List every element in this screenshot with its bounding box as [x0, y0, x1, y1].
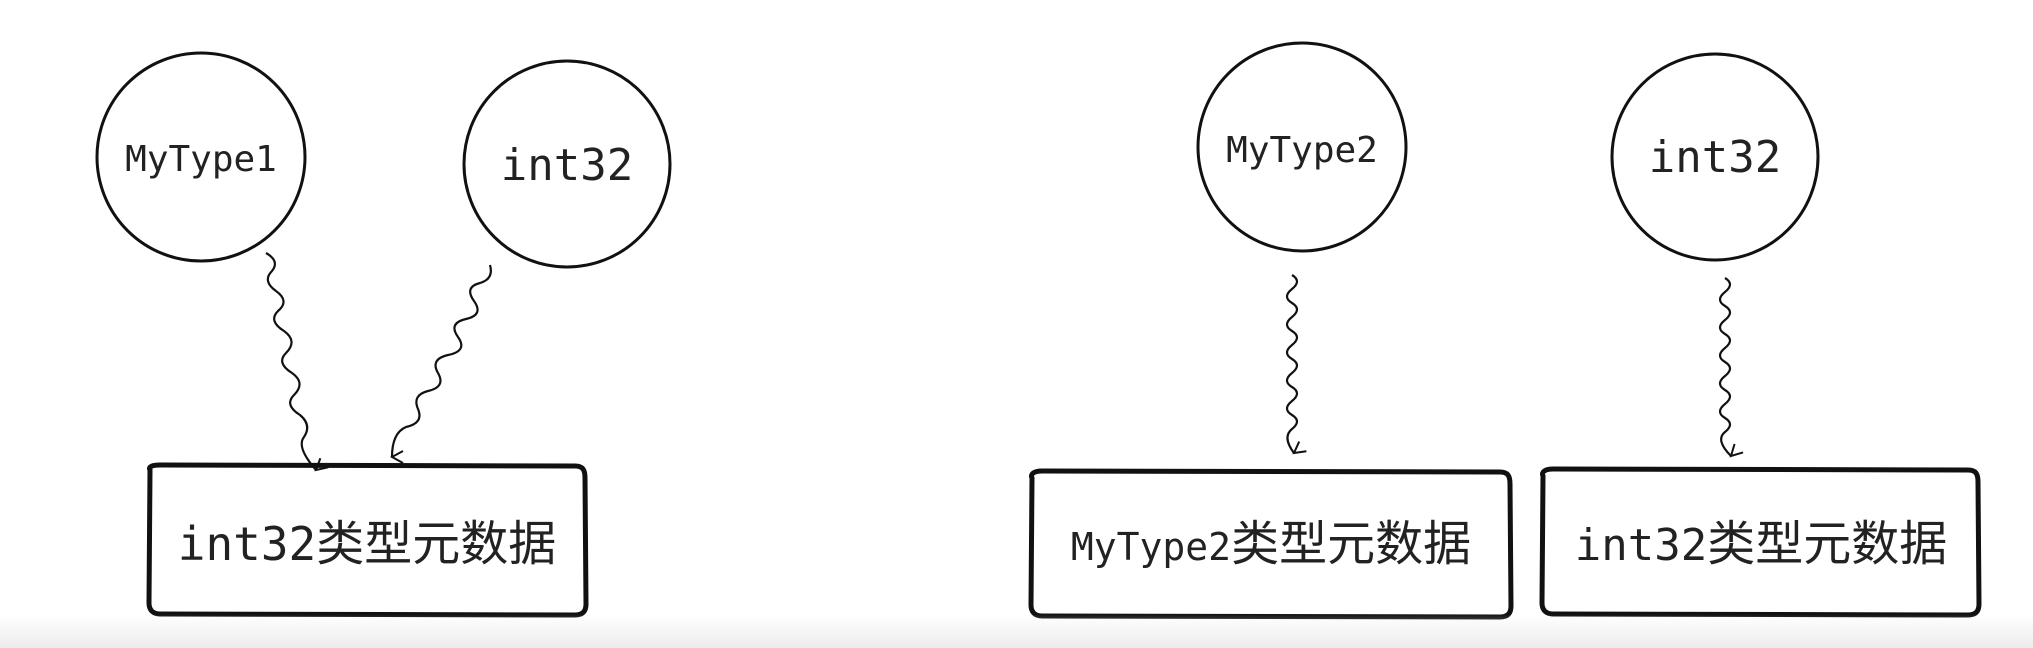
wavy-arrow-mytype2-to-box [1285, 274, 1297, 453]
box-label-type-mytype2: MyType2 [1071, 525, 1231, 569]
left-group: MyType1 int32 int32类型元数据 [95, 51, 672, 618]
metadata-box-int32-right: int32类型元数据 [1539, 466, 1982, 618]
box-label-type-int32-left: int32 [178, 517, 316, 571]
circle-label-int32-right: int32 [1649, 132, 1781, 183]
right-group: MyType2 int32 MyType2类型元数据 int32类型元数据 [1028, 41, 1982, 620]
box-label-metadata-int32-right: 类型元数据 [1707, 516, 1947, 572]
circle-label-mytype1: MyType1 [125, 139, 277, 180]
wavy-arrow-mytype1-to-box [265, 252, 316, 470]
circle-label-mytype2: MyType2 [1226, 130, 1378, 171]
circle-node-mytype1: MyType1 [95, 51, 307, 263]
box-label-metadata-left: 类型元数据 [316, 516, 556, 572]
wavy-arrow-int32-right-to-box [1718, 277, 1731, 456]
svg-text:int32类型元数据: int32类型元数据 [178, 516, 557, 572]
box-label-type-int32-right: int32 [1575, 520, 1707, 571]
metadata-box-int32-left: int32类型元数据 [146, 462, 589, 618]
wavy-arrow-int32-to-box [392, 264, 492, 457]
bottom-shadow-band [0, 614, 2033, 648]
box-label-metadata-mytype2: 类型元数据 [1231, 516, 1471, 572]
circle-label-int32-left: int32 [501, 140, 633, 191]
circle-node-int32-right: int32 [1610, 52, 1820, 262]
circle-node-mytype2: MyType2 [1196, 41, 1408, 253]
metadata-box-mytype2: MyType2类型元数据 [1028, 468, 1514, 620]
circle-node-int32-left: int32 [462, 59, 672, 269]
svg-text:int32类型元数据: int32类型元数据 [1575, 516, 1947, 572]
svg-text:MyType2类型元数据: MyType2类型元数据 [1071, 516, 1471, 572]
